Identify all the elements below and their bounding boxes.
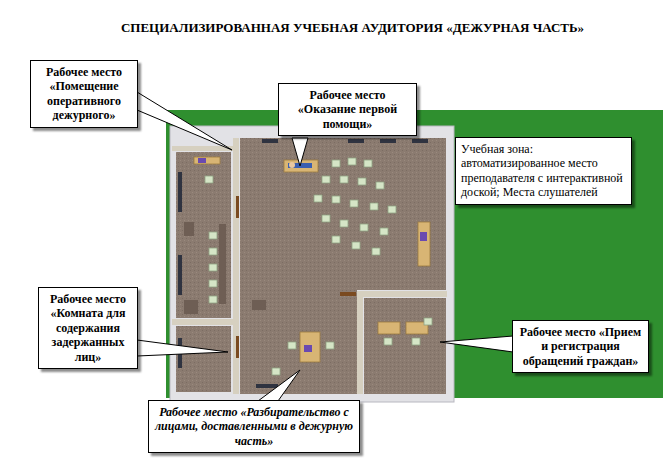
callout-tail xyxy=(137,92,232,150)
callout-box: Рабочее место «Комната для содержания за… xyxy=(38,287,138,369)
chair xyxy=(332,196,340,203)
room-floor xyxy=(176,152,231,318)
cabinet xyxy=(252,300,266,310)
outer-wall xyxy=(170,126,454,402)
chair xyxy=(364,160,372,167)
callout-box: Рабочее место «Помещение оперативного де… xyxy=(30,60,138,128)
desk xyxy=(300,332,320,362)
chair xyxy=(326,342,334,349)
desk xyxy=(378,322,400,334)
chair xyxy=(332,160,340,167)
callout-box: Рабочее место «Прием и регистрация обращ… xyxy=(512,320,649,373)
cabinet xyxy=(184,222,194,236)
chair xyxy=(412,338,420,345)
chair xyxy=(332,236,340,243)
room-floor xyxy=(364,298,446,394)
callout-box: Рабочее место «Разбирательство с лицами,… xyxy=(148,400,360,453)
monitor xyxy=(198,158,206,163)
callout-tail xyxy=(292,138,308,166)
chair xyxy=(209,248,217,255)
callout-text: Рабочее место «Прием и регистрация обращ… xyxy=(518,325,643,368)
chair xyxy=(352,242,360,249)
door xyxy=(340,292,356,296)
window xyxy=(262,139,278,143)
callout-tail xyxy=(137,340,228,356)
room-floor xyxy=(176,326,231,392)
chair xyxy=(205,176,213,183)
chair xyxy=(388,206,396,213)
callout-text: Рабочее место «Помещение оперативного де… xyxy=(36,65,132,123)
chair xyxy=(209,232,217,239)
window xyxy=(412,139,428,143)
chair xyxy=(380,228,388,235)
chair xyxy=(209,280,217,287)
chair xyxy=(384,338,392,345)
window xyxy=(380,139,396,143)
callout-text: Учебная зона: автоматизированное место п… xyxy=(461,142,626,200)
chair xyxy=(372,248,380,255)
chair xyxy=(370,203,378,210)
wall xyxy=(233,138,239,394)
diagram-title: СПЕЦИАЛИЗИРОВАННАЯ УЧЕБНАЯ АУДИТОРИЯ «ДЕ… xyxy=(90,20,615,36)
chair xyxy=(209,264,217,271)
door xyxy=(236,336,239,358)
callout-box: Учебная зона: автоматизированное место п… xyxy=(455,137,632,205)
chair xyxy=(424,318,432,325)
chair xyxy=(322,215,330,222)
chair xyxy=(288,342,296,349)
chair xyxy=(348,158,356,165)
door xyxy=(236,196,239,218)
window xyxy=(178,255,182,295)
chair xyxy=(272,368,280,375)
chair xyxy=(322,176,330,183)
window xyxy=(178,172,182,212)
mannequin xyxy=(289,162,295,168)
wall xyxy=(357,291,447,297)
callout-tail xyxy=(258,370,300,401)
window xyxy=(256,384,278,388)
chair xyxy=(376,182,384,189)
bench xyxy=(219,224,226,304)
callout-text: Рабочее место «Комната для содержания за… xyxy=(44,292,132,364)
chair xyxy=(358,178,366,185)
room-floor xyxy=(240,138,446,394)
wall xyxy=(357,291,363,394)
monitor xyxy=(420,232,427,241)
callout-tail xyxy=(440,336,513,352)
callout-text: Рабочее место «Оказание первой помощи» xyxy=(284,88,411,131)
chair xyxy=(360,224,368,231)
lawn xyxy=(166,110,663,398)
chair xyxy=(209,296,217,303)
monitor xyxy=(304,345,312,352)
window xyxy=(348,139,364,143)
callout-text: Рабочее место «Разбирательство с лицами,… xyxy=(154,405,354,448)
teacher-desk xyxy=(418,222,430,266)
chair xyxy=(314,195,322,202)
desk xyxy=(194,157,220,164)
callout-box: Рабочее место «Оказание первой помощи» xyxy=(278,83,417,136)
chair xyxy=(340,220,348,227)
chair xyxy=(340,176,348,183)
cabinet xyxy=(184,300,198,314)
wall xyxy=(172,319,234,325)
chair xyxy=(350,200,358,207)
